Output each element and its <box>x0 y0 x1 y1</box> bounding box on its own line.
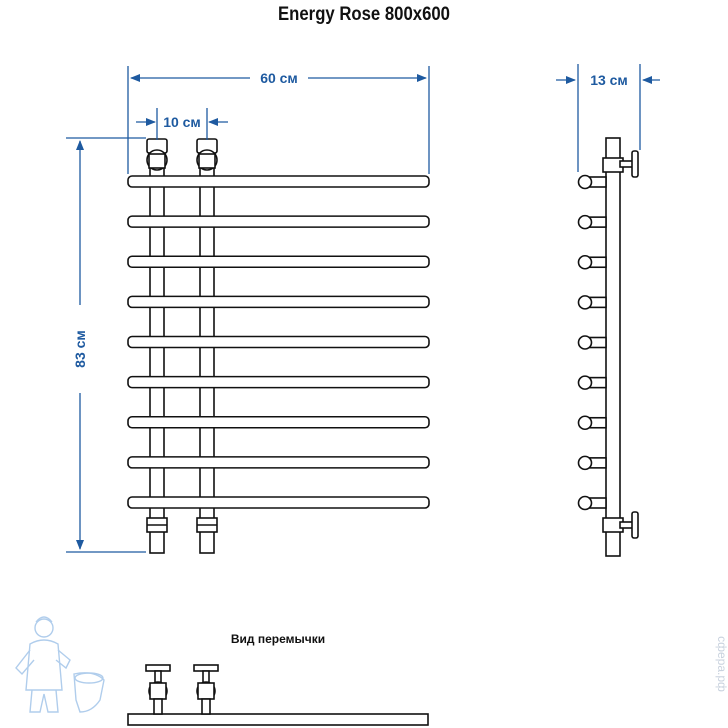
front-rail <box>127 335 430 349</box>
jumper-view <box>127 664 429 726</box>
side-bottom-valve-handle <box>631 511 639 539</box>
side-rail <box>577 254 607 270</box>
side-rail <box>577 295 607 310</box>
side-rail <box>577 375 607 390</box>
jumper-left-body <box>149 682 167 700</box>
side-view <box>577 137 639 557</box>
front-rail <box>127 415 430 429</box>
front-rail <box>127 215 430 228</box>
front-rail <box>127 175 430 188</box>
front-rails <box>127 175 430 509</box>
side-rail <box>577 214 607 230</box>
diagram-title: Energy Rose 800x600 <box>278 4 450 25</box>
side-rail <box>577 174 607 190</box>
jumper-bar <box>127 713 429 726</box>
spacing-dimension-label: 10 см <box>163 114 201 130</box>
jumper-right-body <box>197 682 215 700</box>
top-right-fitting <box>198 153 216 169</box>
top-left-fitting <box>148 153 166 169</box>
front-rail <box>127 295 430 309</box>
side-rail <box>577 415 607 431</box>
side-top-valve-handle <box>631 150 639 178</box>
jumper-right-pipe <box>201 698 211 715</box>
side-rail <box>577 495 607 511</box>
front-rail <box>127 255 430 269</box>
side-dimensions <box>556 64 660 172</box>
jumper-view-label: Вид перемычки <box>231 632 325 646</box>
jumper-left-handle <box>145 664 171 672</box>
watermark: сфера.рф <box>715 636 728 692</box>
side-rails <box>577 174 607 511</box>
front-rail <box>127 496 430 509</box>
width-dimension-label: 60 см <box>260 70 298 86</box>
plumber-logo <box>15 616 105 713</box>
left-vertical-pipe <box>149 149 165 554</box>
depth-dimension-label: 13 см <box>590 72 628 88</box>
side-vertical-pipe <box>605 137 621 557</box>
front-rail <box>127 375 430 389</box>
right-vertical-pipe <box>199 149 215 554</box>
front-rail <box>127 456 430 469</box>
side-rail <box>577 335 607 350</box>
front-view <box>127 138 430 554</box>
front-dimensions <box>66 66 430 553</box>
jumper-left-pipe <box>153 698 163 715</box>
side-rail <box>577 455 607 471</box>
jumper-right-handle <box>193 664 219 672</box>
height-dimension-label: 83 см <box>72 330 88 368</box>
